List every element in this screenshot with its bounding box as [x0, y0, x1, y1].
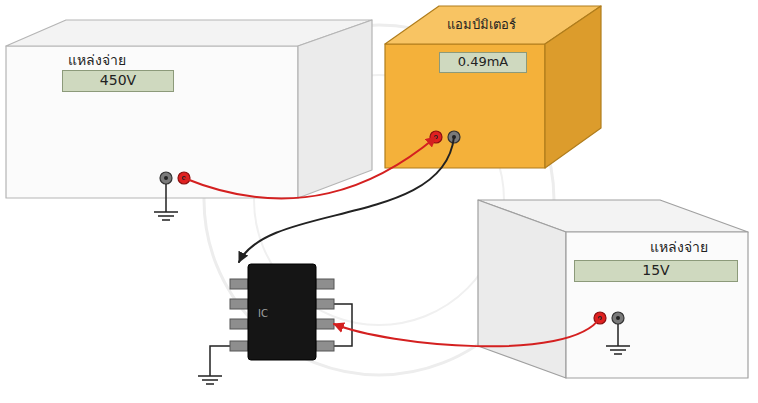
box-face	[385, 44, 545, 168]
ic-pin	[230, 319, 248, 329]
display-panel: 15V	[574, 260, 738, 282]
terminal-jack	[160, 172, 172, 184]
ic-pin	[230, 279, 248, 289]
box-face	[298, 20, 372, 198]
display-reading: 450V	[100, 72, 136, 90]
ground-symbol	[154, 184, 178, 220]
device-label: แอมป์มิเตอร์	[447, 17, 516, 32]
box-face	[566, 232, 748, 378]
ground-wire	[210, 346, 230, 376]
text-holder: IC	[258, 302, 268, 321]
text-holder: แหล่งจ่าย	[68, 50, 126, 70]
ammeter-box: แอมป์มิเตอร์ 0.49mA	[385, 4, 603, 170]
device-label: แหล่งจ่าย	[68, 52, 126, 68]
device-label: แหล่งจ่าย	[650, 239, 708, 255]
ground-symbol	[606, 324, 630, 354]
chip-label: IC	[258, 308, 268, 319]
ic-pin	[316, 279, 334, 289]
box-face	[545, 6, 601, 168]
text-holder: 15V	[575, 261, 737, 281]
terminal-jack	[612, 312, 624, 324]
ic-pin	[316, 319, 334, 329]
terminal-hole	[164, 176, 168, 180]
power-supply-box: แหล่งจ่าย 450V	[6, 18, 374, 200]
ic-pin	[316, 299, 334, 309]
display-reading: 15V	[642, 262, 669, 280]
ic-pin	[316, 341, 334, 351]
text-holder: แหล่งจ่าย	[650, 237, 708, 257]
power-supply-box: แหล่งจ่าย 15V	[478, 180, 750, 380]
test-lead-wire	[184, 137, 436, 199]
terminal-hole	[616, 316, 620, 320]
display-panel: 450V	[62, 70, 174, 92]
box-outline	[6, 18, 374, 200]
chip-outline	[226, 262, 338, 362]
display-reading: 0.49mA	[458, 54, 509, 70]
ground-symbol	[198, 376, 222, 384]
text-holder: 450V	[63, 71, 173, 91]
display-panel: 0.49mA	[439, 52, 527, 73]
test-lead-wire	[239, 137, 454, 262]
text-holder: แอมป์มิเตอร์	[447, 14, 516, 33]
box-face	[6, 46, 298, 198]
ic-pin	[230, 299, 248, 309]
ic-chip: IC	[226, 262, 338, 362]
ic-body	[248, 264, 316, 360]
test-lead-wire	[334, 318, 600, 346]
ic-pin	[230, 341, 248, 351]
box-face	[478, 200, 566, 378]
text-holder: 0.49mA	[440, 53, 526, 72]
